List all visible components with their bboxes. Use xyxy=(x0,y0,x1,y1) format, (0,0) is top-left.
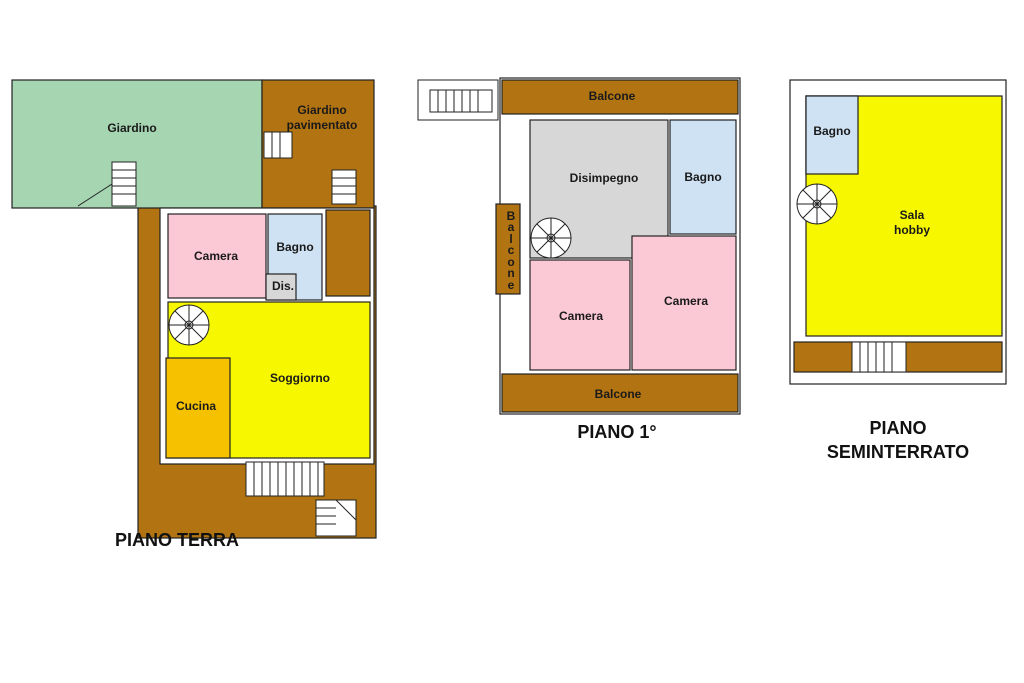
bath-room-first xyxy=(669,119,737,235)
closet-room xyxy=(265,273,297,301)
balcone-side-letter: a xyxy=(508,220,515,234)
spiral-stair-icon xyxy=(168,304,210,346)
room-label-balcone-bottom: Balcone xyxy=(595,387,642,401)
stair-icon xyxy=(315,499,357,537)
balcone-side-letter: B xyxy=(507,209,516,223)
floor-title-primo: PIANO 1° xyxy=(577,422,656,442)
bedroom-room xyxy=(167,213,267,299)
stair-icon xyxy=(245,461,325,497)
plan-piano-terra: Giardino Giardino pavimentato Camera Bag… xyxy=(11,79,377,550)
balcone-side-letter: e xyxy=(508,278,515,292)
stair-icon xyxy=(263,131,293,159)
spiral-stair-icon xyxy=(796,183,838,225)
balcone-side-letter: l xyxy=(509,232,512,246)
balcone-side-letter: c xyxy=(508,243,515,257)
room-label-hobby: hobby xyxy=(894,223,930,237)
room-label-giardino-pav: Giardino xyxy=(297,103,346,117)
room-label-dis: Dis. xyxy=(272,279,294,293)
floor-title-seminterrato: PIANO xyxy=(869,418,926,438)
balcony-bottom-room xyxy=(501,373,739,413)
room-label-bagno: Bagno xyxy=(276,240,313,254)
room-label-giardino: Giardino xyxy=(107,121,156,135)
spiral-stair-icon xyxy=(530,217,572,259)
balcony-side-room xyxy=(495,203,521,295)
room-label-sala: Sala xyxy=(900,208,925,222)
stair-icon xyxy=(417,79,499,121)
room-label-soggiorno: Soggiorno xyxy=(270,371,330,385)
room-label-bagno-basement: Bagno xyxy=(813,124,850,138)
stair-icon xyxy=(77,161,137,207)
plan-piano-seminterrato: Bagno Sala hobby PIANO SEMINTERRATO xyxy=(789,79,1007,462)
kitchen-room xyxy=(165,357,231,459)
room-label-giardino-pav-2: pavimentato xyxy=(287,118,358,132)
room-label-balcone-top: Balcone xyxy=(589,89,636,103)
floor-title-seminterrato-2: SEMINTERRATO xyxy=(827,442,969,462)
plan-piano-primo: Balcone Disimpegno Bagno B a l c o n e C… xyxy=(417,77,741,442)
floor-title-terra: PIANO TERRA xyxy=(115,530,239,550)
room-label-camera-left: Camera xyxy=(559,309,603,323)
room-label-bagno-first: Bagno xyxy=(684,170,721,184)
bedroom-left-room xyxy=(529,259,631,371)
room-label-camera: Camera xyxy=(194,249,238,263)
room-label-cucina: Cucina xyxy=(176,399,216,413)
balcone-side-letter: n xyxy=(507,266,514,280)
room-label-balcone-side: B a l c o n e xyxy=(507,209,516,292)
bedroom-right-room xyxy=(631,235,737,371)
balcone-side-letter: o xyxy=(507,255,514,269)
balcony-top-room xyxy=(501,79,739,115)
stair-icon xyxy=(331,169,357,205)
garden-room xyxy=(11,79,263,209)
room-label-disimpegno: Disimpegno xyxy=(570,171,639,185)
stair-icon xyxy=(851,341,907,373)
room-label-camera-right: Camera xyxy=(664,294,708,308)
